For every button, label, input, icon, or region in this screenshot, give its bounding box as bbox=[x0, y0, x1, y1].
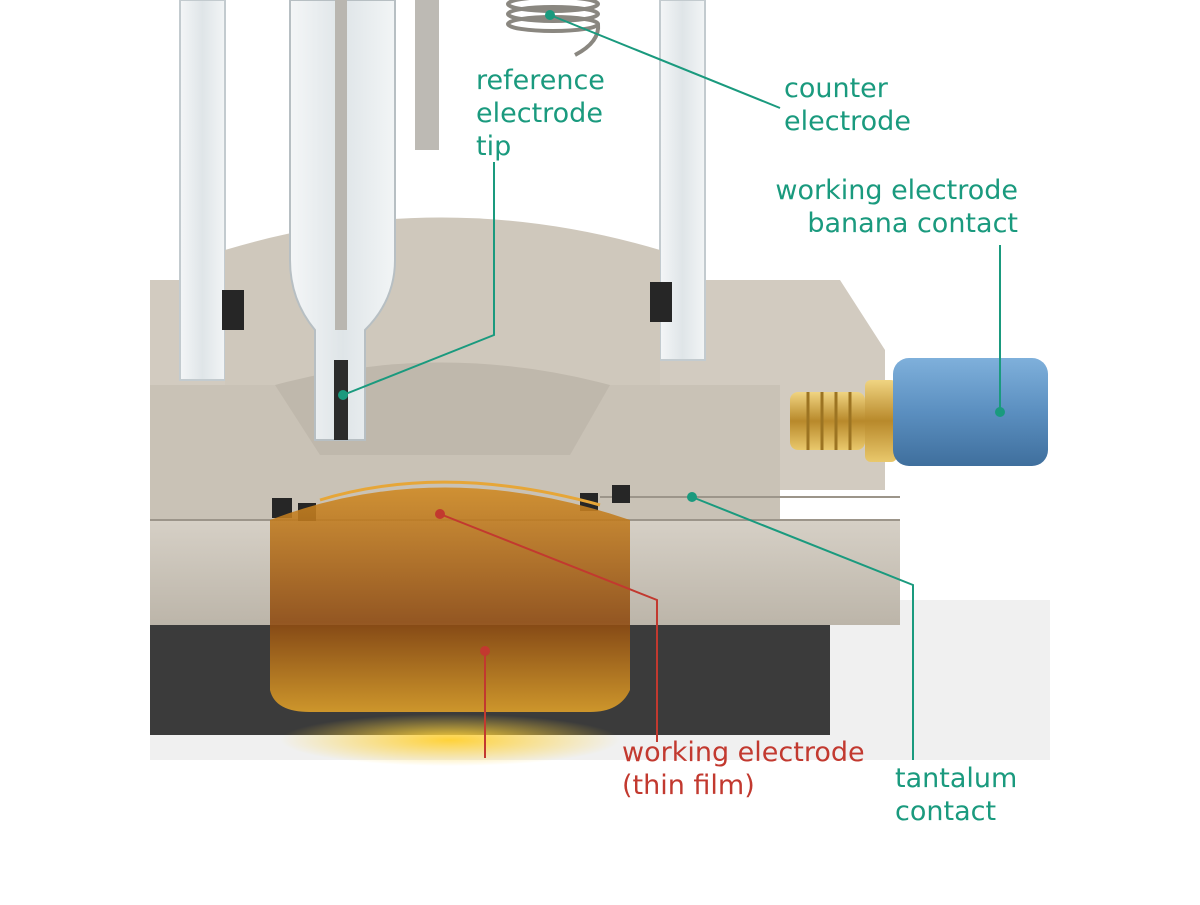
label-line: contact bbox=[895, 796, 997, 827]
yellow-glow bbox=[280, 714, 620, 766]
callout-film-top-line bbox=[439, 513, 658, 742]
label-line: banana contact bbox=[807, 208, 1018, 239]
oring-b1 bbox=[272, 498, 292, 518]
label-tantalum-contact: tantalum contact bbox=[895, 762, 1017, 828]
label-line: electrode bbox=[784, 106, 911, 137]
label-counter-electrode: counter electrode bbox=[784, 72, 911, 138]
label-line: tantalum bbox=[895, 763, 1018, 794]
oring-left bbox=[222, 290, 244, 330]
label-line: (thin film) bbox=[622, 770, 755, 801]
callout-reference-tip-line bbox=[342, 162, 495, 396]
label-working-electrode-thin-film: working electrode (thin film) bbox=[622, 736, 865, 802]
label-reference-electrode-tip: reference electrode tip bbox=[476, 64, 605, 163]
reference-wire bbox=[335, 0, 347, 330]
reference-tip-dark bbox=[334, 360, 348, 440]
label-working-electrode-banana-contact: working electrode banana contact bbox=[775, 174, 1018, 240]
label-line: counter bbox=[784, 73, 888, 104]
callout-tantalum-dot bbox=[687, 492, 697, 502]
glass-wall-left bbox=[179, 0, 226, 381]
label-line: working electrode bbox=[622, 737, 865, 768]
label-line: electrode bbox=[476, 98, 603, 129]
oring-b4 bbox=[612, 485, 630, 503]
label-line: tip bbox=[476, 131, 512, 162]
blue-cable bbox=[893, 358, 1048, 466]
counter-spring bbox=[506, 0, 601, 57]
counter-rod bbox=[415, 0, 439, 150]
electrolyte-top bbox=[319, 480, 601, 507]
callout-counter-line bbox=[549, 14, 781, 109]
callout-film-mid-dot bbox=[480, 646, 490, 656]
banana-contact-thread bbox=[790, 380, 897, 462]
oring-right bbox=[650, 282, 672, 322]
callout-tantalum-line bbox=[691, 496, 914, 760]
electrolyte bbox=[270, 487, 630, 712]
callout-reference-tip-dot bbox=[338, 390, 348, 400]
callout-counter-dot bbox=[545, 10, 555, 20]
callout-film-top-dot bbox=[435, 509, 445, 519]
label-line: reference bbox=[476, 65, 605, 96]
callout-banana-dot bbox=[995, 407, 1005, 417]
label-line: working electrode bbox=[775, 175, 1018, 206]
